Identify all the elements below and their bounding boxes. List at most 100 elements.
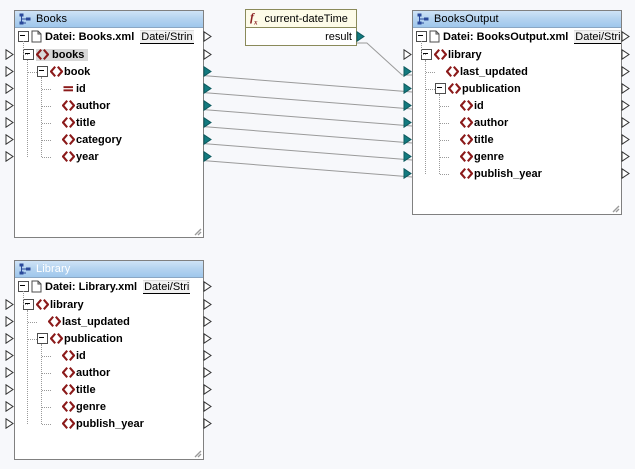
connector-books-author-to-booksoutput-author[interactable] (195, 108, 413, 127)
output-port-booksoutput-genre[interactable] (621, 150, 630, 163)
tree-node-books-book[interactable]: book (15, 63, 203, 80)
tree-node-library-id[interactable]: id (15, 347, 203, 364)
node-expander-books-book[interactable] (37, 66, 48, 77)
input-port-booksoutput-last_updated[interactable] (403, 65, 412, 78)
output-port-booksoutput-publish_year[interactable] (621, 167, 630, 180)
input-port-books-books[interactable] (5, 48, 14, 61)
input-port-library-publication[interactable] (5, 332, 14, 345)
tree-node-library-author[interactable]: author (15, 364, 203, 381)
output-port-library-genre[interactable] (203, 400, 212, 413)
tree-node-booksoutput-title[interactable]: title (413, 131, 621, 148)
file-string-button-booksoutput[interactable]: Datei/Stri (574, 29, 621, 44)
connector-books-book-to-booksoutput-publication[interactable] (195, 74, 413, 93)
input-port-booksoutput-author[interactable] (403, 116, 412, 129)
component-title-bar-booksoutput[interactable]: BooksOutput (413, 11, 621, 28)
node-expander-library-library[interactable] (23, 299, 34, 310)
node-expander-booksoutput-library[interactable] (421, 49, 432, 60)
tree-node-library-last_updated[interactable]: last_updated (15, 313, 203, 330)
tree-node-books-title[interactable]: title (15, 114, 203, 131)
output-port-books-year[interactable] (203, 150, 212, 163)
input-port-booksoutput-genre[interactable] (403, 150, 412, 163)
output-port-booksoutput-author[interactable] (621, 116, 630, 129)
output-port-booksoutput-id[interactable] (621, 99, 630, 112)
output-port-library-last_updated[interactable] (203, 315, 212, 328)
file-string-button-library[interactable]: Datei/Stri (143, 279, 191, 294)
input-port-books-author[interactable] (5, 99, 14, 112)
node-expander-books-books[interactable] (23, 49, 34, 60)
input-port-booksoutput-library[interactable] (403, 48, 412, 61)
output-port-books-id[interactable] (203, 82, 212, 95)
output-port-books-title[interactable] (203, 116, 212, 129)
tree-node-library-publication[interactable]: publication (15, 330, 203, 347)
input-port-library-library[interactable] (5, 298, 14, 311)
output-port-booksoutput-file[interactable] (621, 30, 630, 43)
output-port-books-books[interactable] (203, 48, 212, 61)
input-port-books-year[interactable] (5, 150, 14, 163)
connector-books-id-to-booksoutput-id[interactable] (195, 91, 413, 110)
output-port-function-result[interactable] (356, 30, 365, 43)
file-expander-booksoutput[interactable] (416, 31, 427, 42)
input-port-books-book[interactable] (5, 65, 14, 78)
output-port-books-file[interactable] (203, 30, 212, 43)
resize-grip[interactable] (611, 204, 620, 213)
input-port-booksoutput-publication[interactable] (403, 82, 412, 95)
file-expander-library[interactable] (18, 281, 29, 292)
connector-books-title-to-booksoutput-title[interactable] (195, 125, 413, 144)
node-expander-booksoutput-publication[interactable] (435, 83, 446, 94)
tree-node-booksoutput-library[interactable]: library (413, 46, 621, 63)
connector-books-category-to-booksoutput-genre[interactable] (195, 142, 413, 161)
output-port-books-author[interactable] (203, 99, 212, 112)
file-expander-books[interactable] (18, 31, 29, 42)
input-port-library-publish_year[interactable] (5, 417, 14, 430)
tree-node-booksoutput-publication[interactable]: publication (413, 80, 621, 97)
tree-node-library-library[interactable]: library (15, 296, 203, 313)
tree-node-books-author[interactable]: author (15, 97, 203, 114)
function-result-row[interactable]: result (246, 28, 356, 45)
output-port-booksoutput-library[interactable] (621, 48, 630, 61)
component-title-bar-books[interactable]: Books (15, 11, 203, 28)
output-port-library-id[interactable] (203, 349, 212, 362)
input-port-library-title[interactable] (5, 383, 14, 396)
tree-node-books-id[interactable]: id (15, 80, 203, 97)
output-port-library-title[interactable] (203, 383, 212, 396)
resize-grip[interactable] (193, 449, 202, 458)
connector-books-year-to-booksoutput-publish_year[interactable] (195, 159, 413, 178)
tree-node-books-year[interactable]: year (15, 148, 203, 165)
node-expander-library-publication[interactable] (37, 333, 48, 344)
input-port-booksoutput-title[interactable] (403, 133, 412, 146)
output-port-books-book[interactable] (203, 65, 212, 78)
input-port-booksoutput-publish_year[interactable] (403, 167, 412, 180)
output-port-booksoutput-publication[interactable] (621, 82, 630, 95)
tree-node-library-genre[interactable]: genre (15, 398, 203, 415)
output-port-library-file[interactable] (203, 280, 212, 293)
tree-node-booksoutput-genre[interactable]: genre (413, 148, 621, 165)
input-port-books-title[interactable] (5, 116, 14, 129)
component-title-bar-library[interactable]: Library (15, 261, 203, 278)
input-port-booksoutput-id[interactable] (403, 99, 412, 112)
tree-node-books-books[interactable]: books (15, 46, 203, 63)
output-port-booksoutput-title[interactable] (621, 133, 630, 146)
output-port-library-publish_year[interactable] (203, 417, 212, 430)
output-port-library-publication[interactable] (203, 332, 212, 345)
output-port-booksoutput-last_updated[interactable] (621, 65, 630, 78)
tree-node-booksoutput-publish_year[interactable]: publish_year (413, 165, 621, 182)
input-port-library-author[interactable] (5, 366, 14, 379)
tree-node-library-publish_year[interactable]: publish_year (15, 415, 203, 432)
input-port-library-id[interactable] (5, 349, 14, 362)
tree-node-books-category[interactable]: category (15, 131, 203, 148)
file-string-button-books[interactable]: Datei/Strin (140, 29, 194, 44)
resize-grip[interactable] (193, 227, 202, 236)
input-port-library-genre[interactable] (5, 400, 14, 413)
output-port-books-category[interactable] (203, 133, 212, 146)
input-port-books-category[interactable] (5, 133, 14, 146)
input-port-books-id[interactable] (5, 82, 14, 95)
tree-node-booksoutput-last_updated[interactable]: last_updated (413, 63, 621, 80)
tree-node-booksoutput-id[interactable]: id (413, 97, 621, 114)
output-port-library-author[interactable] (203, 366, 212, 379)
tree-node-booksoutput-author[interactable]: author (413, 114, 621, 131)
